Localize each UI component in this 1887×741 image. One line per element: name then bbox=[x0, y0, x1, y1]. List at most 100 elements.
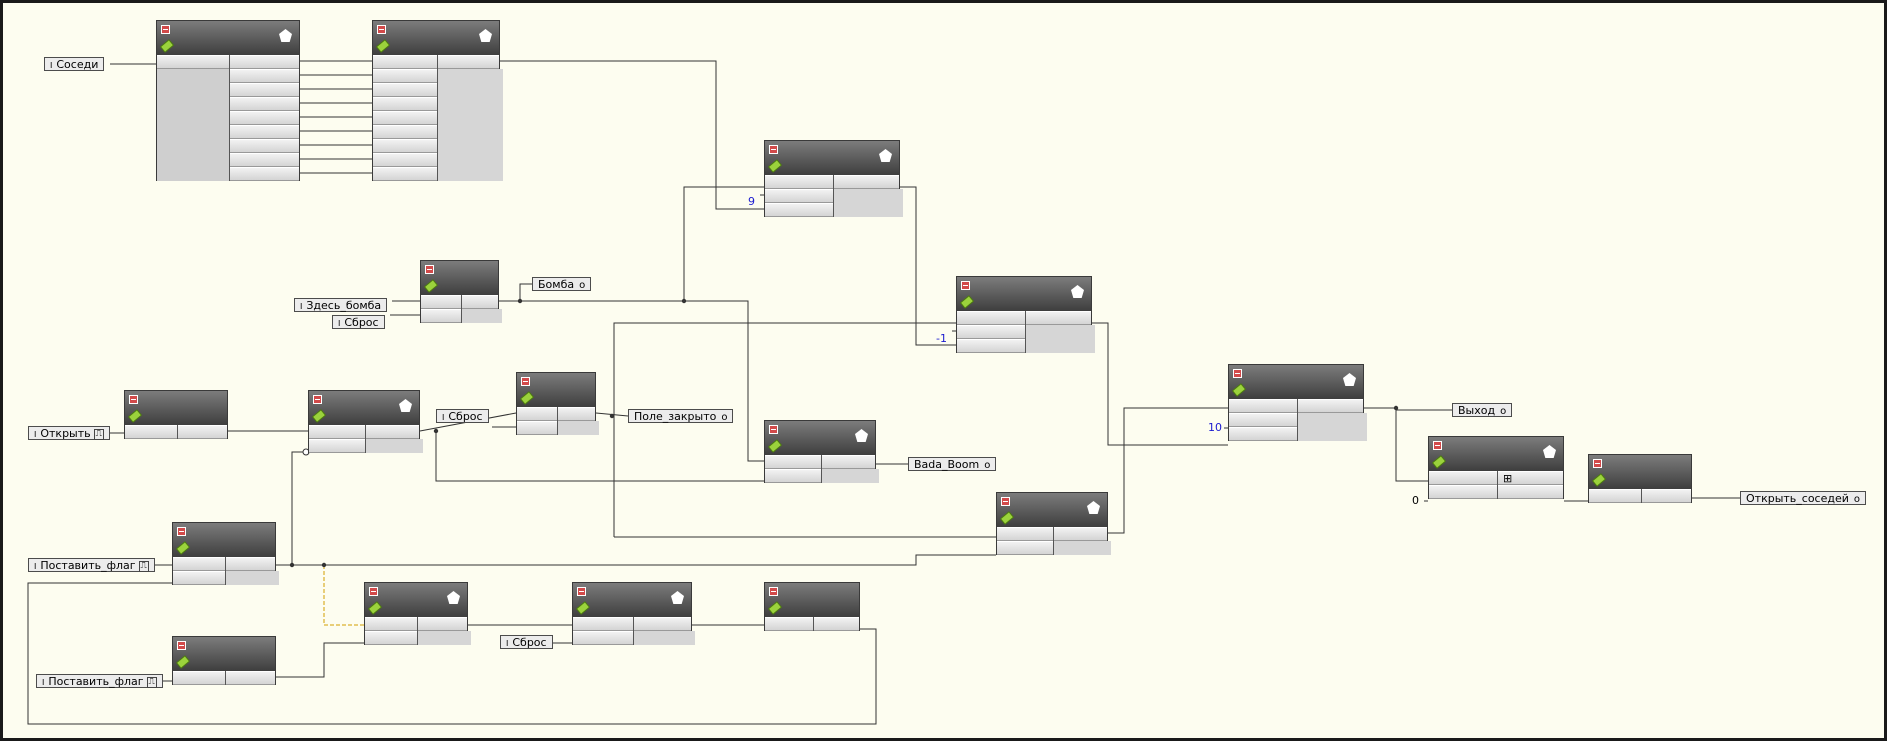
output-pin[interactable] bbox=[178, 425, 227, 439]
collapse-icon[interactable] bbox=[313, 395, 322, 404]
block-header[interactable] bbox=[997, 493, 1107, 527]
input-pin[interactable] bbox=[373, 55, 437, 69]
wire-sum-to-choice1[interactable] bbox=[500, 60, 764, 210]
collapse-icon[interactable] bbox=[521, 377, 530, 386]
input-pin[interactable] bbox=[1229, 399, 1297, 413]
collapse-icon[interactable] bbox=[1001, 497, 1010, 506]
constant-value[interactable]: 0 bbox=[1412, 494, 1419, 507]
collapse-icon[interactable] bbox=[177, 641, 186, 650]
input-pin[interactable] bbox=[373, 69, 437, 83]
wire-trig-to-and2[interactable] bbox=[276, 451, 308, 566]
collapse-icon[interactable] bbox=[1233, 369, 1242, 378]
collapse-icon[interactable] bbox=[161, 25, 170, 34]
output-pin[interactable] bbox=[226, 557, 275, 571]
input-pin[interactable] bbox=[373, 167, 437, 181]
block-header[interactable] bbox=[573, 583, 691, 617]
block-header[interactable] bbox=[173, 523, 275, 557]
block-header[interactable] bbox=[517, 373, 595, 407]
function-block-13[interactable] bbox=[956, 276, 1095, 353]
input-pin[interactable] bbox=[365, 631, 417, 645]
output-pin[interactable] bbox=[634, 617, 691, 631]
constant-value[interactable]: 10 bbox=[1208, 421, 1222, 434]
block-header[interactable] bbox=[157, 21, 299, 55]
output-pin[interactable] bbox=[230, 111, 299, 125]
output-pin[interactable] bbox=[462, 295, 498, 309]
output-pin[interactable] bbox=[230, 69, 299, 83]
block-header[interactable] bbox=[173, 637, 275, 671]
output-pin[interactable] bbox=[1642, 489, 1691, 503]
wire-trig-to-and4[interactable] bbox=[292, 554, 996, 566]
wire-rs1-to-and3[interactable] bbox=[684, 300, 764, 462]
collapse-icon[interactable] bbox=[1593, 459, 1602, 468]
function-block-9[interactable] bbox=[124, 390, 228, 439]
collapse-icon[interactable] bbox=[769, 587, 778, 596]
output-pin[interactable] bbox=[230, 153, 299, 167]
output-pin[interactable] bbox=[438, 55, 499, 69]
input-pin[interactable] bbox=[421, 309, 461, 323]
collapse-icon[interactable] bbox=[377, 25, 386, 34]
wire-and4-to-cond3[interactable] bbox=[1108, 407, 1228, 534]
plus-icon[interactable]: ⊞ bbox=[1503, 472, 1513, 485]
function-block-11[interactable] bbox=[516, 372, 599, 435]
output-pin[interactable] bbox=[230, 55, 299, 69]
collapse-icon[interactable] bbox=[369, 587, 378, 596]
function-block-14[interactable] bbox=[996, 492, 1111, 555]
output-pin[interactable] bbox=[366, 425, 419, 439]
constant-value[interactable]: 9 bbox=[748, 195, 755, 208]
input-pin[interactable] bbox=[1429, 471, 1497, 485]
input-pin[interactable] bbox=[373, 83, 437, 97]
input-pin[interactable] bbox=[765, 175, 833, 189]
function-block-18[interactable] bbox=[764, 420, 879, 483]
constant-value[interactable]: -1 bbox=[936, 332, 947, 345]
block-header[interactable] bbox=[765, 141, 899, 175]
input-pin[interactable] bbox=[573, 617, 633, 631]
block-header[interactable] bbox=[765, 583, 859, 617]
input-pin[interactable] bbox=[1229, 413, 1297, 427]
function-block-7[interactable] bbox=[372, 20, 503, 181]
input-pin[interactable] bbox=[765, 617, 813, 631]
block-header[interactable] bbox=[1229, 365, 1363, 399]
input-pin[interactable] bbox=[517, 421, 557, 435]
output-pin[interactable] bbox=[418, 617, 467, 631]
output-pin[interactable] bbox=[230, 97, 299, 111]
wire-and2-to-and3[interactable] bbox=[435, 431, 764, 482]
input-pin[interactable] bbox=[309, 439, 365, 453]
wire-choice1-to-choice2[interactable] bbox=[900, 186, 956, 346]
function-block-8[interactable] bbox=[420, 260, 502, 323]
wire-cond2[interactable] bbox=[613, 322, 956, 537]
output-pin[interactable] bbox=[814, 617, 859, 631]
function-block-1[interactable] bbox=[172, 636, 276, 685]
block-header[interactable] bbox=[957, 277, 1091, 311]
input-pin[interactable] bbox=[957, 311, 1025, 325]
block-header[interactable] bbox=[309, 391, 419, 425]
input-pin[interactable] bbox=[765, 189, 833, 203]
output-pin[interactable] bbox=[1026, 311, 1091, 325]
input-pin[interactable] bbox=[373, 125, 437, 139]
input-pin[interactable] bbox=[373, 111, 437, 125]
wire-trig-to-and1[interactable] bbox=[323, 565, 364, 626]
block-header[interactable] bbox=[125, 391, 227, 425]
output-pin[interactable] bbox=[1498, 485, 1563, 499]
wire-choice3-out[interactable] bbox=[1364, 407, 1452, 411]
input-pin[interactable] bbox=[373, 139, 437, 153]
block-header[interactable] bbox=[421, 261, 498, 295]
function-block-10[interactable] bbox=[308, 390, 423, 453]
wire-choice3-to-cmp[interactable] bbox=[1395, 408, 1428, 482]
block-header[interactable] bbox=[365, 583, 467, 617]
collapse-icon[interactable] bbox=[425, 265, 434, 274]
input-pin[interactable] bbox=[573, 631, 633, 645]
input-pin[interactable] bbox=[173, 571, 225, 585]
output-pin[interactable] bbox=[230, 139, 299, 153]
function-block-4[interactable] bbox=[764, 582, 860, 631]
input-pin[interactable] bbox=[365, 617, 417, 631]
input-pin[interactable] bbox=[1589, 489, 1641, 503]
input-pin[interactable] bbox=[765, 455, 821, 469]
input-pin[interactable] bbox=[997, 527, 1053, 541]
wire-choice2-to-choice3[interactable] bbox=[1092, 322, 1228, 446]
